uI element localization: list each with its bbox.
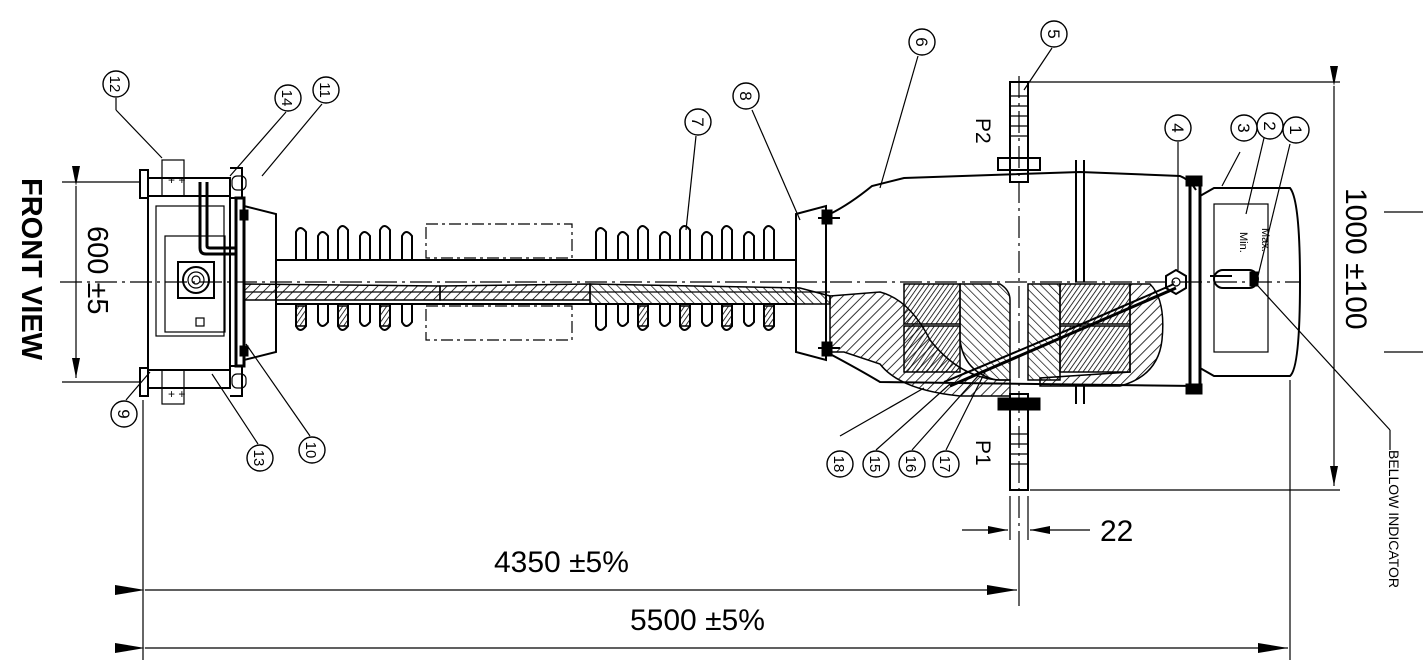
svg-text:11: 11: [316, 82, 333, 98]
balloon-16: 16: [898, 450, 926, 478]
terminal-p2-label: P2: [971, 118, 994, 144]
dimension-4350: 4350 ±5%: [115, 400, 1020, 660]
svg-text:17: 17: [936, 456, 953, 473]
dimension-5500: 5500 ±5%: [115, 380, 1291, 660]
indicator-min: Min.: [1237, 232, 1249, 253]
balloon-13: 13: [246, 444, 274, 472]
svg-text:14: 14: [278, 90, 295, 107]
balloon-18: 18: [826, 450, 854, 478]
balloon-11: 11: [312, 76, 340, 104]
svg-text:1: 1: [1286, 125, 1305, 134]
svg-text:7: 7: [688, 117, 707, 126]
svg-text:16: 16: [902, 456, 919, 473]
dimension-1000-label: 1000 ±100: [1339, 188, 1372, 330]
balloon-1: 1: [1282, 116, 1310, 144]
svg-text:12: 12: [106, 76, 123, 93]
svg-text:+ +: + +: [168, 173, 185, 187]
bellow-indicator-callout: BELLOW INDICATOR: [1257, 285, 1402, 588]
balloon-3: 3: [1230, 114, 1258, 142]
balloon-4: 4: [1164, 114, 1192, 142]
junction-box: + + + +: [139, 159, 249, 405]
svg-text:3: 3: [1234, 123, 1253, 132]
tank: [829, 81, 1203, 491]
balloon-8: 8: [732, 82, 760, 110]
leader-lines: [115, 47, 1291, 451]
balloon-17: 17: [932, 450, 960, 478]
svg-text:18: 18: [830, 456, 847, 473]
svg-text:9: 9: [114, 409, 133, 418]
terminal-p1-label: P1: [971, 440, 994, 466]
svg-text:4: 4: [1168, 123, 1187, 132]
insulator: [243, 204, 840, 362]
dimension-1000: 1000 ±100: [1030, 66, 1423, 491]
balloon-7: 7: [684, 108, 712, 136]
dimension-5500-label: 5500 ±5%: [630, 604, 765, 637]
balloon-9: 9: [110, 400, 138, 428]
dimension-22: 22: [962, 496, 1133, 548]
bellow-indicator-label: BELLOW INDICATOR: [1386, 450, 1402, 588]
svg-text:+ +: + +: [168, 387, 185, 401]
svg-text:5: 5: [1044, 29, 1063, 38]
svg-text:8: 8: [736, 91, 755, 100]
svg-text:13: 13: [250, 450, 267, 467]
dimension-4350-label: 4350 ±5%: [494, 546, 629, 579]
balloon-15: 15: [862, 450, 890, 478]
svg-text:10: 10: [302, 442, 319, 459]
dimension-22-label: 22: [1100, 515, 1133, 548]
svg-text:6: 6: [912, 37, 931, 46]
balloon-6: 6: [908, 28, 936, 56]
svg-text:15: 15: [866, 456, 883, 473]
dimension-600: 600 ±5: [62, 166, 140, 383]
balloon-14: 14: [274, 84, 302, 112]
balloon-2: 2: [1256, 112, 1284, 140]
dimension-600-label: 600 ±5: [81, 226, 113, 315]
svg-text:2: 2: [1260, 121, 1279, 130]
balloon-5: 5: [1040, 20, 1068, 48]
balloon-10: 10: [298, 436, 326, 464]
balloon-12: 12: [102, 70, 130, 98]
view-title: FRONT VIEW: [15, 178, 47, 361]
item-balloons: 1 2 3 4 5 6 7 8 9 10 11 12 13 14 15: [102, 20, 1310, 478]
